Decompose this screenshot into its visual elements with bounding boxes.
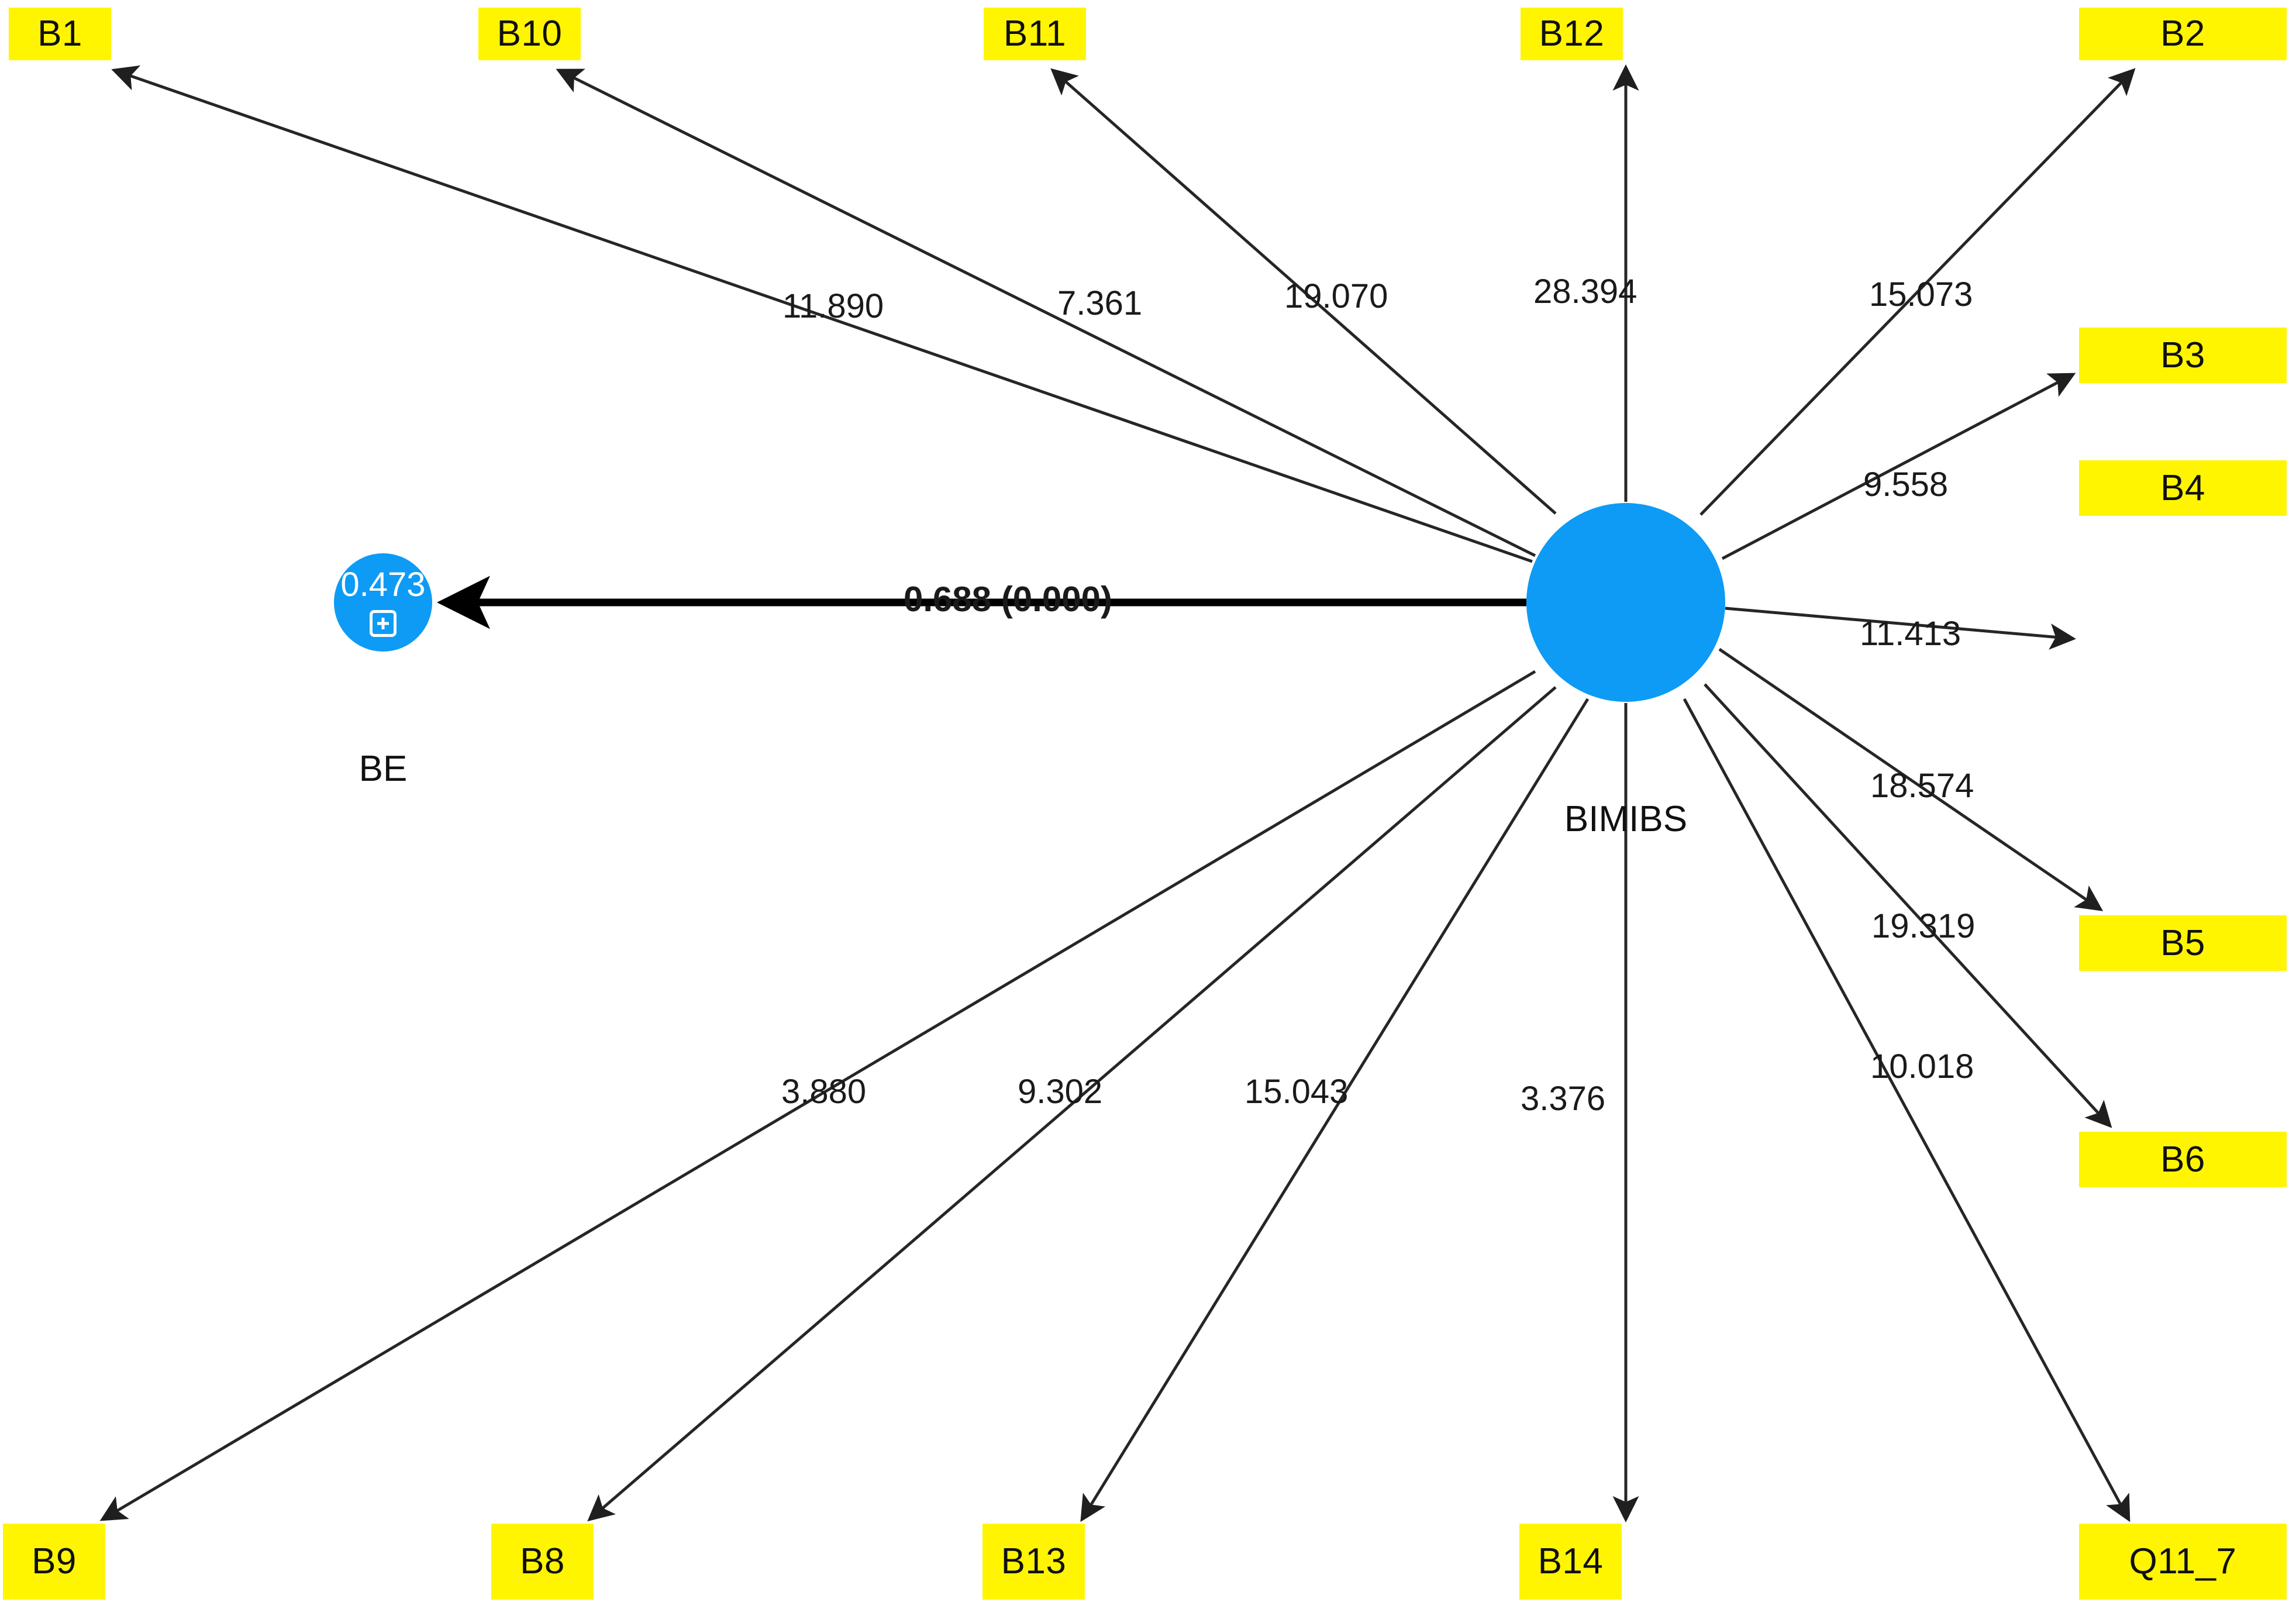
indicator-label: B4 <box>2160 467 2205 508</box>
measurement-path-b8[interactable] <box>587 686 1557 1522</box>
indicator-box-b4[interactable]: B4 <box>2079 460 2287 516</box>
path-coefficient-label-b14: 3.376 <box>1521 1080 1606 1118</box>
measurement-path-b1[interactable] <box>111 65 1533 563</box>
measurement-path-b3[interactable] <box>1721 373 2076 560</box>
indicator-box-b3[interactable]: B3 <box>2079 328 2287 383</box>
indicator-box-b11[interactable]: B11 <box>984 8 1086 60</box>
indicator-label: B3 <box>2160 335 2205 375</box>
path-coefficient-label-b10: 7.361 <box>1057 284 1143 322</box>
path-coefficient-label-b12: 28.394 <box>1533 273 1637 311</box>
indicator-label: B6 <box>2160 1139 2205 1180</box>
indicator-box-b1[interactable]: B1 <box>9 8 111 60</box>
measurement-path-b10[interactable] <box>556 68 1536 557</box>
indicator-label: B12 <box>1539 13 1605 54</box>
path-coefficient-label-b4: 11.413 <box>1860 615 1961 653</box>
indicator-box-b2[interactable]: B2 <box>2079 8 2287 60</box>
path-coefficient-label-b11: 19.070 <box>1284 277 1388 315</box>
indicator-box-q11_7[interactable]: Q11_7 <box>2079 1524 2287 1600</box>
path-coefficient-label-b2: 15.073 <box>1869 275 1973 313</box>
plus-box-icon[interactable] <box>370 610 397 637</box>
path-coefficient-label-b8: 9.302 <box>1018 1073 1103 1111</box>
structural-coefficient-label: 0.688 (0.000) <box>904 580 1112 619</box>
indicator-label: B10 <box>497 13 563 54</box>
indicator-label: B9 <box>32 1541 77 1582</box>
path-coefficient-label-b1: 11.890 <box>782 287 884 325</box>
latent-circle-be[interactable]: 0.473 <box>334 553 432 652</box>
indicator-label: B11 <box>1003 13 1067 54</box>
indicator-box-b13[interactable]: B13 <box>982 1524 1085 1600</box>
indicator-box-b6[interactable]: B6 <box>2079 1132 2287 1187</box>
indicator-label: B5 <box>2160 922 2205 963</box>
indicator-label: B2 <box>2160 13 2205 54</box>
path-coefficient-label-b6: 19.319 <box>1871 907 1976 945</box>
measurement-path-b11[interactable] <box>1050 68 1557 515</box>
indicator-box-b9[interactable]: B9 <box>3 1524 105 1600</box>
indicator-box-b14[interactable]: B14 <box>1519 1524 1622 1600</box>
indicator-box-b8[interactable]: B8 <box>491 1524 594 1600</box>
measurement-path-b4[interactable] <box>1725 607 2076 650</box>
indicator-box-b12[interactable]: B12 <box>1521 8 1623 60</box>
path-coefficient-label-b9: 3.880 <box>781 1073 867 1111</box>
measurement-path-b5[interactable] <box>1718 647 2104 911</box>
measurement-path-b9[interactable] <box>99 670 1536 1521</box>
latent-variable-label-be: BE <box>358 749 408 789</box>
path-coefficient-label-b13: 15.043 <box>1244 1073 1349 1111</box>
indicator-box-b10[interactable]: B10 <box>478 8 581 60</box>
path-coefficient-label-q11_7: 10.018 <box>1870 1048 1974 1086</box>
indicator-label: B14 <box>1537 1541 1604 1582</box>
path-coefficient-label-b5: 18.574 <box>1870 767 1974 805</box>
path-coefficient-label-b3: 9.558 <box>1863 466 1949 504</box>
indicator-label: B1 <box>37 13 82 54</box>
latent-circle-bimibs[interactable] <box>1526 503 1725 702</box>
indicator-label: B13 <box>1001 1541 1067 1582</box>
measurement-path-b6[interactable] <box>1704 683 2112 1128</box>
indicator-label: Q11_7 <box>2129 1541 2237 1582</box>
measurement-edges-group <box>99 64 2136 1522</box>
latent-variable-label-bimibs: BIMIBS <box>1564 799 1688 839</box>
measurement-path-b2[interactable] <box>1699 68 2136 516</box>
indicator-box-b5[interactable]: B5 <box>2079 915 2287 971</box>
measurement-path-q11_7[interactable] <box>1683 698 2130 1522</box>
measurement-path-b13[interactable] <box>1080 698 1590 1522</box>
r-squared-value: 0.473 <box>340 566 426 604</box>
indicator-label: B8 <box>520 1541 565 1582</box>
